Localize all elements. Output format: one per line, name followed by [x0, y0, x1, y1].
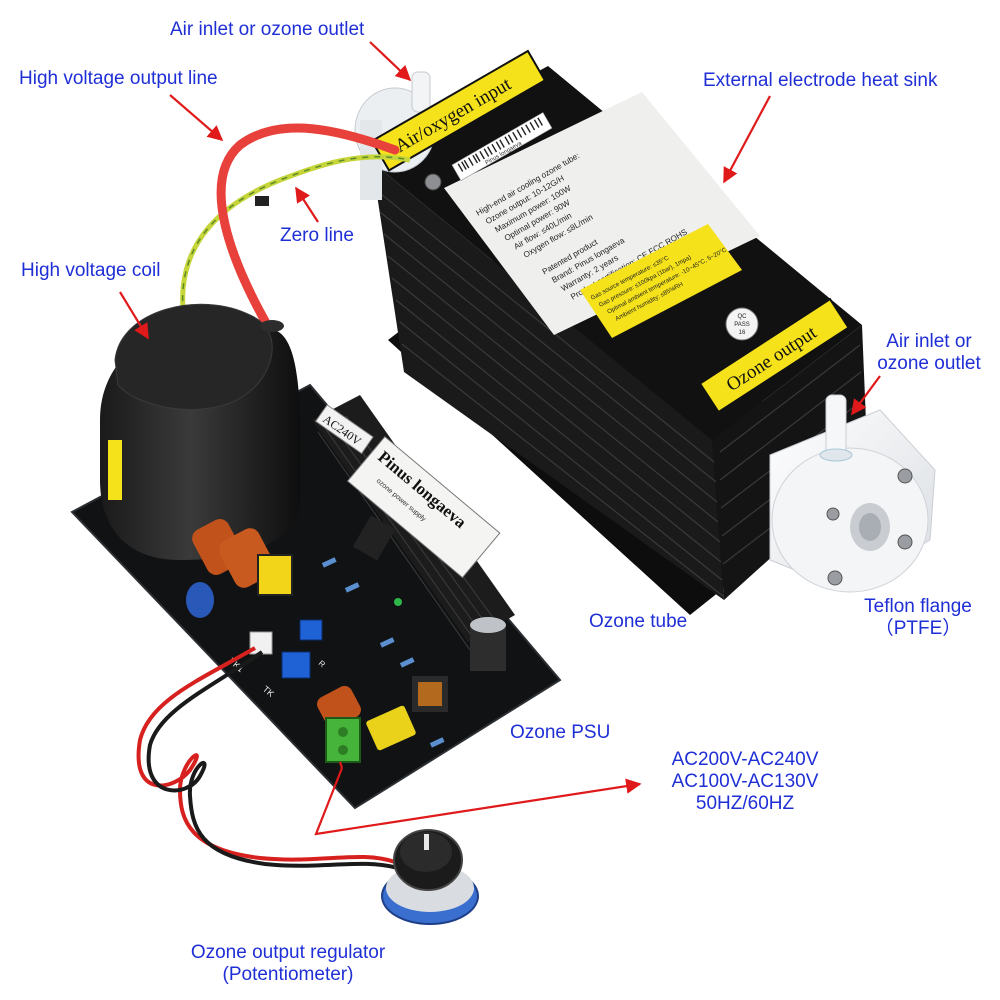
psu-board-assembly: AC240V Pinus longaeva ozone power supply — [70, 303, 562, 810]
qc-sticker: QC PASS 16 — [725, 307, 759, 341]
callout-arrows — [119, 41, 881, 836]
teflon-flange — [769, 394, 936, 593]
qc-line: PASS — [734, 322, 750, 328]
arrow-ac-input — [314, 767, 642, 836]
heat-sink-front-face — [372, 162, 724, 600]
potentiometer[interactable] — [381, 829, 479, 925]
pot-cable-red — [136, 646, 396, 864]
spec-label-panel — [444, 92, 760, 335]
qc-line: QC — [738, 314, 748, 320]
label-external-heat-sink: External electrode heat sink — [703, 70, 938, 91]
arrow-zero-line — [295, 186, 319, 223]
electrolytic-capacitor — [470, 617, 506, 671]
blue-capacitor — [186, 582, 214, 618]
flange-screw — [897, 468, 913, 484]
heat-sink-fins — [375, 189, 867, 597]
label-ac-line1: AC200V-AC240V — [671, 749, 819, 770]
label-air-inlet-right-line2: ozone outlet — [877, 353, 981, 374]
arrow-air-inlet-right — [851, 375, 881, 416]
label-regulator-line2: (Potentiometer) — [222, 964, 354, 985]
flange-screw — [897, 534, 913, 550]
arrow-hv-coil — [119, 291, 149, 340]
label-ozone-psu: Ozone PSU — [510, 722, 611, 743]
hv-coil — [100, 303, 301, 560]
inlet-flange-top — [354, 71, 436, 200]
trimmer-pot — [281, 651, 311, 679]
arrow-air-inlet-top — [369, 41, 412, 82]
label-ac-line2: AC100V-AC130V — [671, 771, 819, 792]
label-teflon-flange-line1: Teflon flange — [864, 596, 972, 617]
label-air-inlet-right: Air inlet or ozone outlet — [866, 331, 992, 375]
x-capacitor — [366, 705, 416, 751]
pot-cable-black — [146, 650, 399, 870]
ozone-tube-assembly: Air/oxygen input Pinus longaeva High-end — [354, 49, 936, 615]
arrow-heat-sink — [723, 95, 771, 184]
label-air-inlet-right-line1: Air inlet or — [886, 331, 972, 352]
label-hv-coil: High voltage coil — [21, 260, 161, 281]
label-ac-input: AC200V-AC240V AC100V-AC130V 50HZ/60HZ — [650, 749, 840, 815]
small-transformer — [257, 554, 293, 596]
label-teflon-flange: Teflon flange （PTFE） — [848, 596, 988, 640]
hv-output-wire — [216, 123, 400, 335]
silk-r: R — [317, 659, 327, 670]
sticker-screw — [424, 173, 442, 191]
resistors — [321, 557, 445, 748]
qc-line: 16 — [739, 330, 746, 336]
pot-knob-indicator — [424, 834, 429, 850]
label-hv-output-line: High voltage output line — [19, 68, 218, 89]
trimmer-pot — [299, 619, 323, 641]
arrow-ac-input-stub — [338, 761, 344, 769]
flange-screw — [827, 570, 843, 586]
warning-box — [580, 224, 742, 338]
wire-clip — [255, 196, 269, 206]
label-regulator: Ozone output regulator (Potentiometer) — [170, 942, 406, 986]
coil-warning-label — [108, 440, 122, 500]
inlet-nozzle-top — [411, 71, 431, 113]
label-air-inlet-top: Air inlet or ozone outlet — [170, 19, 365, 40]
label-ozone-tube: Ozone tube — [589, 611, 688, 632]
outlet-nozzle-right — [825, 394, 847, 456]
green-led — [394, 598, 402, 606]
arrow-hv-output-line — [169, 94, 224, 142]
label-regulator-line1: Ozone output regulator — [190, 942, 386, 963]
label-ac-line3: 50HZ/60HZ — [695, 793, 795, 814]
power-transistor — [352, 515, 396, 561]
inductor — [412, 676, 448, 712]
label-zero-line: Zero line — [280, 225, 354, 246]
ac-terminal-block — [325, 717, 361, 763]
flange-screw — [826, 507, 840, 521]
label-teflon-flange-line2: （PTFE） — [874, 618, 962, 639]
